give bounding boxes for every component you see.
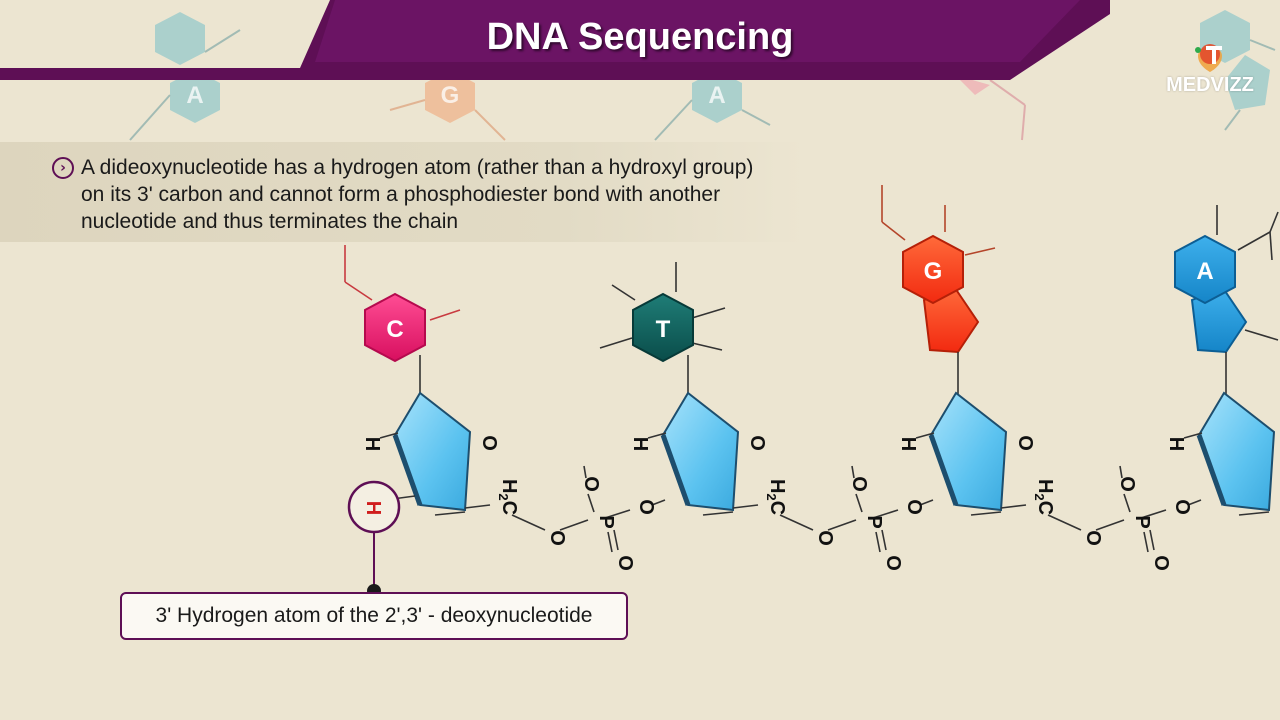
atom-oxygen: O xyxy=(814,530,836,546)
nucleotide-g xyxy=(881,185,1027,516)
atom-hydrogen: H xyxy=(361,437,383,451)
atom-oxygen: O xyxy=(746,435,768,451)
bullet-band xyxy=(0,142,805,242)
logo: MEDVIZZ xyxy=(1160,36,1260,98)
atom-oxygen: O xyxy=(478,435,500,451)
atom-phosphorus: P xyxy=(863,515,885,528)
atom-methylene: H2C xyxy=(1032,479,1056,515)
callout-label: 3' Hydrogen atom of the 2',3' - deoxynuc… xyxy=(120,592,628,640)
chevron-right-circle-icon: › xyxy=(52,157,74,179)
nucleotide-c xyxy=(344,245,491,516)
atom-phosphorus: P xyxy=(1131,515,1153,528)
atom-oxygen: O xyxy=(546,530,568,546)
hydrogen-highlight xyxy=(347,480,401,598)
nucleotide-t xyxy=(599,262,759,516)
atom-oxygen: O xyxy=(882,555,904,571)
atom-oxygen: O xyxy=(614,555,636,571)
highlighted-hydrogen: H xyxy=(362,501,384,515)
base-label-c: C xyxy=(386,316,403,343)
atom-oxygen: O xyxy=(903,499,925,515)
nucleotide-a xyxy=(1174,205,1279,516)
base-label-g: G xyxy=(924,258,943,285)
atom-methylene: H2C xyxy=(764,479,788,515)
atom-oxygen: O xyxy=(1150,555,1172,571)
atom-oxygen: O xyxy=(1082,530,1104,546)
logo-text: MEDVIZZ xyxy=(1166,74,1254,96)
base-label-a: A xyxy=(1196,258,1213,285)
atom-oxygen: O xyxy=(1171,499,1193,515)
atom-oxygen: O xyxy=(848,476,870,492)
page-title: DNA Sequencing xyxy=(486,16,794,58)
base-label-t: T xyxy=(656,316,671,343)
atom-oxygen: O xyxy=(1116,476,1138,492)
bullet-text: A dideoxynucleotide has a hydrogen atom … xyxy=(81,156,754,233)
atom-oxygen: O xyxy=(580,476,602,492)
atom-phosphorus: P xyxy=(595,515,617,528)
atom-hydrogen: H xyxy=(629,437,651,451)
header-banner-accent xyxy=(315,0,1080,62)
atom-hydrogen: H xyxy=(1165,437,1187,451)
phosphate-bonds xyxy=(511,465,1202,553)
background-base-label: A xyxy=(186,82,203,109)
background-base-label: G xyxy=(441,82,460,109)
atom-oxygen: O xyxy=(635,499,657,515)
atom-hydrogen: H xyxy=(897,437,919,451)
atom-methylene: H2C xyxy=(496,479,520,515)
atom-oxygen: O xyxy=(1014,435,1036,451)
medvizz-logo-icon xyxy=(1195,44,1222,72)
background-base-label: A xyxy=(708,82,725,109)
